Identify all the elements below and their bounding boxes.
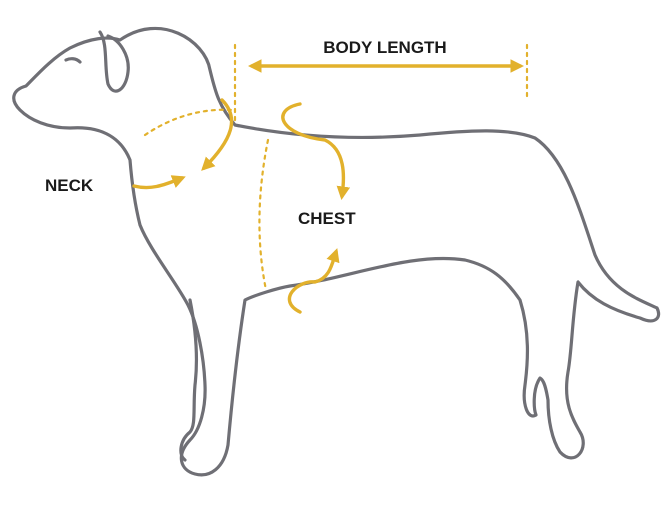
neck-label: NECK (45, 176, 94, 195)
neck-guide (145, 110, 232, 135)
chest-lower-arrow (289, 252, 336, 312)
dog-eye (66, 59, 80, 62)
neck-pointer-arrow (134, 178, 182, 188)
chest-guide (259, 140, 268, 290)
chest-upper-arrow (283, 104, 344, 196)
body-length-label: BODY LENGTH (323, 38, 446, 57)
neck-measure-arc (204, 100, 232, 168)
measurement-arrows (134, 66, 520, 312)
dog-ear (100, 32, 128, 91)
chest-label: CHEST (298, 209, 356, 228)
